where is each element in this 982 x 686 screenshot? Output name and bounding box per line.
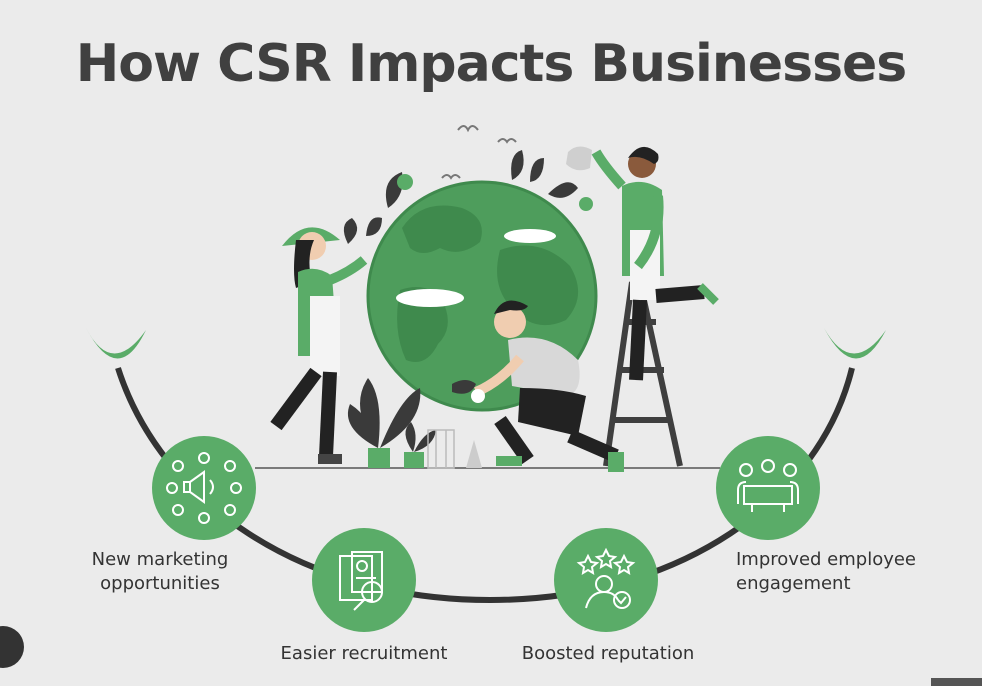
- label-line: opportunities: [100, 573, 220, 594]
- man-cleaning-character: [452, 300, 624, 472]
- birdcage-decor: [427, 429, 482, 469]
- page-title: How CSR Impacts Businesses: [75, 34, 908, 94]
- woman-watering-character: [566, 146, 719, 381]
- team-meeting-icon: [737, 459, 799, 512]
- potted-plant-small: [404, 422, 436, 468]
- label-improved-engagement: Improved employee engagement: [736, 548, 956, 596]
- partial-bar-control[interactable]: [931, 678, 982, 686]
- reputation-circle: [554, 528, 658, 632]
- label-line: Improved employee: [736, 549, 917, 570]
- label-line: New marketing: [91, 549, 229, 570]
- potted-plant-large: [347, 378, 421, 468]
- right-crescent-ornament: [824, 328, 886, 359]
- recruitment-circle: [312, 528, 416, 632]
- label-boosted-reputation: Boosted reputation: [521, 643, 695, 664]
- megaphone-network-icon: [166, 452, 242, 524]
- birds: [441, 125, 517, 180]
- leaves-top: [385, 150, 578, 208]
- label-easier-recruitment: Easier recruitment: [280, 643, 448, 664]
- engagement-circle: [716, 436, 820, 540]
- green-sprigs: [397, 174, 593, 211]
- left-crescent-ornament: [86, 328, 146, 359]
- label-new-marketing: New marketing opportunities: [60, 548, 260, 596]
- woman-gardener-character: [270, 217, 382, 464]
- resume-magnifier-icon: [339, 551, 383, 611]
- person-stars-check-icon: [576, 547, 636, 609]
- label-line: engagement: [736, 573, 851, 594]
